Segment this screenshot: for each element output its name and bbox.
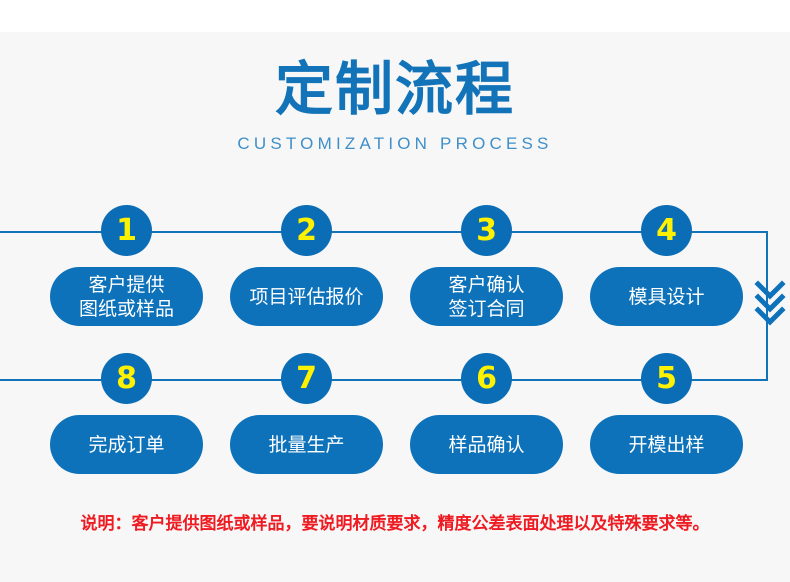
step-label-line: 客户提供: [88, 273, 165, 296]
flow-row-top: 1 客户提供 图纸或样品 2 项目评估报价 3 客户确认 签订合同: [0, 205, 790, 326]
step-number-badge: 3: [461, 205, 512, 256]
page-title: 定制流程: [274, 55, 515, 123]
step-label-pill[interactable]: 模具设计: [590, 267, 743, 326]
step-number-badge: 8: [101, 353, 152, 404]
step-label-line: 开模出样: [628, 433, 705, 456]
step-label-pill[interactable]: 样品确认: [410, 415, 563, 474]
step-label-pill[interactable]: 完成订单: [50, 415, 203, 474]
step-label-pill[interactable]: 客户提供 图纸或样品: [50, 267, 203, 326]
step-number-badge: 2: [281, 205, 332, 256]
step-label-line: 签订合同: [448, 297, 525, 320]
step-label-line: 模具设计: [628, 285, 705, 308]
page-subtitle: CUSTOMIZATION PROCESS: [237, 134, 553, 153]
step-label-line: 图纸或样品: [78, 297, 174, 320]
step-number-badge: 4: [641, 205, 692, 256]
step-number-badge: 5: [641, 353, 692, 404]
step-label-line: 客户确认: [448, 273, 525, 296]
step-number-badge: 1: [101, 205, 152, 256]
footer-note: 说明：客户提供图纸或样品，要说明材质要求，精度公差表面处理以及特殊要求等。: [80, 514, 710, 534]
step-label-pill[interactable]: 开模出样: [590, 415, 743, 474]
connector-line-top: [0, 231, 768, 233]
step-label-line: 完成订单: [88, 433, 165, 456]
step-label-line: 样品确认: [448, 433, 525, 456]
step-label-line: 项目评估报价: [249, 285, 364, 308]
step-label-line: 批量生产: [268, 433, 345, 456]
step-label-pill[interactable]: 批量生产: [230, 415, 383, 474]
header: 定制流程 CUSTOMIZATION PROCESS: [0, 58, 790, 154]
double-chevron-down-icon: [754, 280, 786, 328]
step-number-badge: 6: [461, 353, 512, 404]
step-label-pill[interactable]: 项目评估报价: [230, 267, 383, 326]
step-label-pill[interactable]: 客户确认 签订合同: [410, 267, 563, 326]
step-number-badge: 7: [281, 353, 332, 404]
flow-row-bottom: 8 完成订单 7 批量生产 6 样品确认 5: [0, 353, 790, 474]
connector-line-bottom: [0, 379, 768, 381]
